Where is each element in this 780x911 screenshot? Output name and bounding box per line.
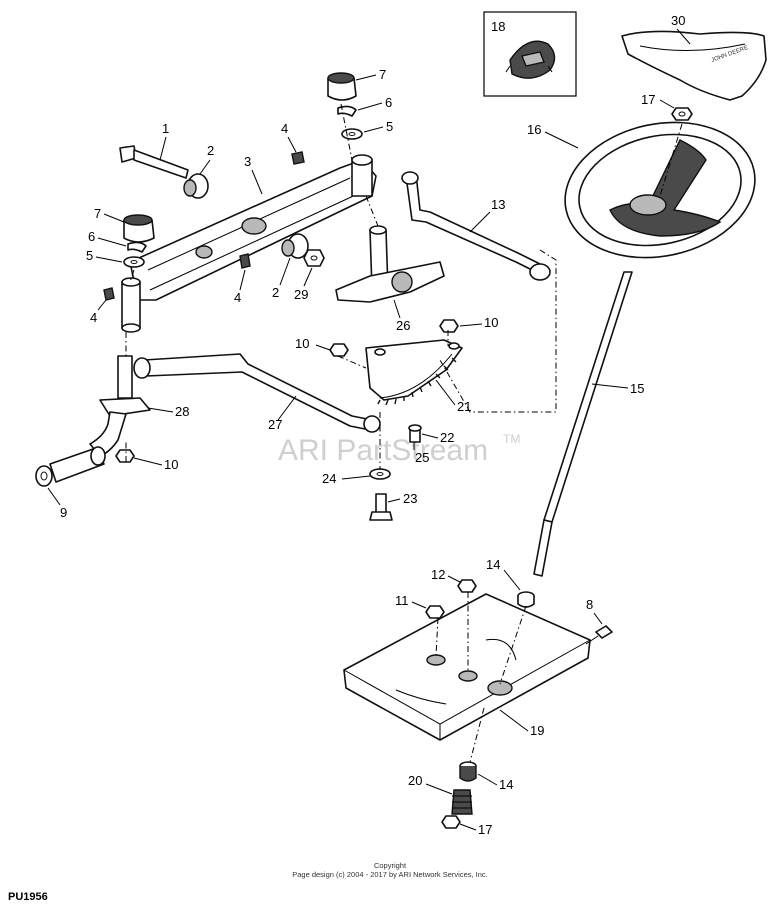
part-1-pivot-bolt[interactable]: [119, 145, 189, 179]
callout-10-mid[interactable]: 10: [295, 336, 309, 351]
callout-25[interactable]: 25: [415, 450, 429, 465]
callout-1[interactable]: 1: [162, 121, 169, 136]
diagram-code: PU1956: [8, 891, 48, 903]
callout-14-lower[interactable]: 14: [499, 777, 513, 792]
part-19-steering-plate[interactable]: [343, 593, 591, 741]
callout-6-left[interactable]: 6: [88, 229, 95, 244]
part-12-nut[interactable]: [457, 579, 477, 593]
callout-14-upper[interactable]: 14: [486, 557, 500, 572]
part-11-nut[interactable]: [425, 605, 445, 619]
part-18-center-cap[interactable]: [483, 11, 577, 97]
copyright-line1: Copyright: [374, 861, 407, 870]
part-6-clip-right[interactable]: [337, 105, 357, 117]
part-20-pinion-gear[interactable]: [451, 789, 473, 815]
callout-27[interactable]: 27: [268, 417, 282, 432]
callout-10-left[interactable]: 10: [164, 457, 178, 472]
part-2-bushing-left[interactable]: [183, 173, 209, 199]
callout-7-right[interactable]: 7: [379, 67, 386, 82]
part-10-nut-right[interactable]: [439, 319, 459, 333]
part-6-clip-left[interactable]: [127, 241, 147, 253]
callout-9[interactable]: 9: [60, 505, 67, 520]
callout-23[interactable]: 23: [403, 491, 417, 506]
left-axle-stub: [49, 446, 106, 483]
callout-4-top[interactable]: 4: [281, 121, 288, 136]
part-28-spindle-left[interactable]: [89, 355, 151, 457]
part-7-cap-right[interactable]: [327, 72, 357, 101]
part-10-nut-left[interactable]: [115, 449, 135, 463]
axle-spindle-post-left: [121, 277, 141, 333]
watermark-tm: TM: [503, 432, 520, 446]
part-5-washer-right[interactable]: [341, 128, 363, 140]
callout-13[interactable]: 13: [491, 197, 505, 212]
callout-17-bottom[interactable]: 17: [478, 822, 492, 837]
part-9-washer[interactable]: [35, 465, 53, 487]
part-14-bushing-lower[interactable]: [459, 761, 477, 782]
part-4-fitting-left[interactable]: [103, 287, 115, 301]
assembly-center-lines: [125, 103, 683, 763]
part-2-bushing-right[interactable]: [281, 233, 309, 259]
part-27-tie-rod[interactable]: [133, 353, 381, 433]
part-26-spindle-right[interactable]: [335, 225, 445, 303]
callout-22[interactable]: 22: [440, 430, 454, 445]
part-22-bolt[interactable]: [408, 424, 422, 443]
part-23-bolt[interactable]: [369, 493, 393, 521]
part-3-front-axle[interactable]: [129, 159, 377, 301]
part-4-fitting-mid[interactable]: [239, 253, 251, 269]
callout-3[interactable]: 3: [244, 154, 251, 169]
callout-6-right[interactable]: 6: [385, 95, 392, 110]
part-21-sector-gear[interactable]: [365, 339, 463, 406]
callout-5-left[interactable]: 5: [86, 248, 93, 263]
callout-10-right[interactable]: 10: [484, 315, 498, 330]
callout-4-left[interactable]: 4: [90, 310, 97, 325]
callout-28[interactable]: 28: [175, 404, 189, 419]
axle-spindle-post-right: [351, 154, 373, 197]
callout-16[interactable]: 16: [527, 122, 541, 137]
part-29-nut[interactable]: [303, 249, 325, 267]
callout-15[interactable]: 15: [630, 381, 644, 396]
callout-8[interactable]: 8: [586, 597, 593, 612]
part-15-steering-shaft[interactable]: [533, 271, 633, 577]
callout-29[interactable]: 29: [294, 287, 308, 302]
callout-24[interactable]: 24: [322, 471, 336, 486]
callout-30[interactable]: 30: [671, 13, 685, 28]
part-4-fitting-top[interactable]: [291, 151, 305, 165]
part-17-nut-bottom[interactable]: [441, 815, 461, 829]
callout-20[interactable]: 20: [408, 773, 422, 788]
part-10-nut-mid[interactable]: [329, 343, 349, 357]
part-24-washer[interactable]: [369, 468, 391, 480]
part-30-wheel-cover[interactable]: JOHN DEERE: [621, 30, 767, 101]
callout-11[interactable]: 11: [395, 593, 409, 608]
part-8-bolt[interactable]: [585, 625, 613, 645]
callout-18[interactable]: 18: [491, 19, 505, 34]
callout-12[interactable]: 12: [431, 567, 445, 582]
copyright-line2: Page design (c) 2004 - 2017 by ARI Netwo…: [292, 870, 488, 879]
callout-7-left[interactable]: 7: [94, 206, 101, 221]
callout-2-lower[interactable]: 2: [272, 285, 279, 300]
callout-26[interactable]: 26: [396, 318, 410, 333]
part-5-washer-left[interactable]: [123, 256, 145, 268]
part-13-drag-link-right[interactable]: [401, 171, 551, 281]
watermark: ARI PartStream: [278, 434, 488, 467]
callout-19[interactable]: 19: [530, 723, 544, 738]
part-17-nut-top[interactable]: [671, 107, 693, 121]
callout-17-top[interactable]: 17: [641, 92, 655, 107]
part-14-bushing-upper[interactable]: [517, 591, 535, 608]
part-16-steering-wheel[interactable]: [552, 105, 767, 274]
callout-5-right[interactable]: 5: [386, 119, 393, 134]
callout-2-upper[interactable]: 2: [207, 143, 214, 158]
part-7-cap-left[interactable]: [123, 214, 155, 243]
callout-21[interactable]: 21: [457, 399, 471, 414]
callout-4-mid[interactable]: 4: [234, 290, 241, 305]
